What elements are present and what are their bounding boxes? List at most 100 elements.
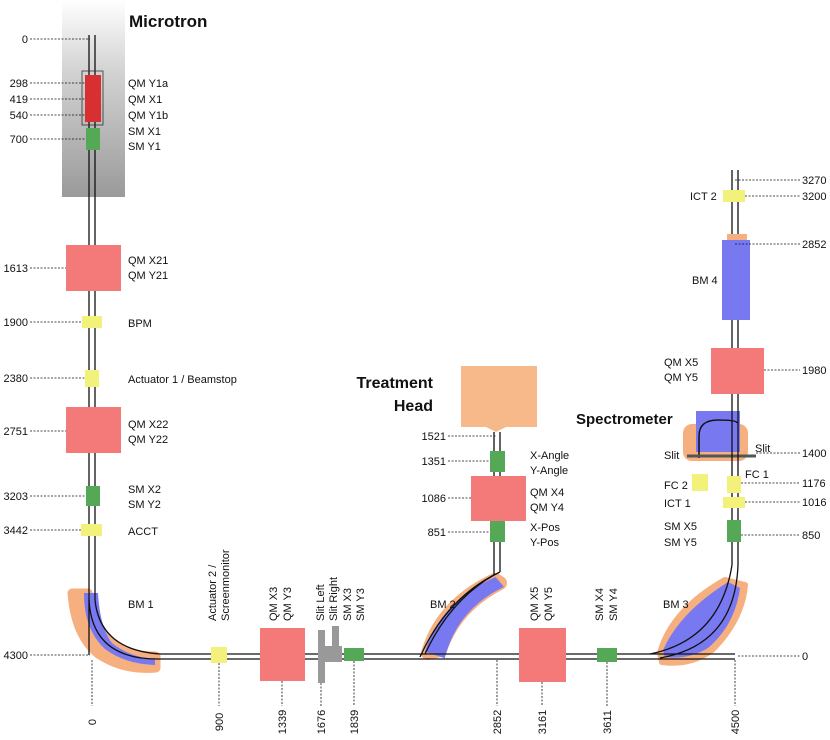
- spectrometer-magnet: [696, 411, 740, 452]
- label-qm-x22: QM X22: [128, 419, 168, 431]
- pos-left-3442: 3442: [4, 525, 28, 537]
- pos-left-4300: 4300: [4, 650, 28, 662]
- sm-x2-y2: [86, 486, 100, 506]
- qm-group-frame: [81, 70, 104, 126]
- label-acct: ACCT: [128, 526, 158, 538]
- bm2-magnet: [421, 573, 507, 660]
- position-monitor: [490, 521, 505, 542]
- pos-bottom-3161: 3161: [537, 710, 549, 734]
- fc-1: [727, 476, 741, 493]
- label-x-pos: X-Pos: [530, 522, 560, 534]
- qm-x5-y5-bottom: [519, 628, 566, 682]
- treatment-labels: 1521 1351 1086 851 X-Angle Y-Angle QM X4…: [422, 431, 570, 549]
- spectrometer-title: Spectrometer: [576, 411, 673, 428]
- pos-right-850: 850: [802, 530, 820, 542]
- left-position-labels: 0 298 419 540 700 1613 1900 2380 2751 32…: [4, 34, 28, 662]
- label-sm-y4: SM Y4: [608, 588, 620, 621]
- label-y-pos: Y-Pos: [530, 537, 559, 549]
- label-fc-2: FC 2: [664, 480, 688, 492]
- label-qm-y21: QM Y21: [128, 270, 168, 282]
- pos-left-419: 419: [10, 94, 28, 106]
- pos-left-3203: 3203: [4, 491, 28, 503]
- label-qm-x21: QM X21: [128, 255, 168, 267]
- pos-treat-1351: 1351: [422, 456, 446, 468]
- label-qm-x5-right: QM X5: [664, 357, 698, 369]
- label-slit-left: Slit Left: [315, 584, 327, 621]
- pos-left-1613: 1613: [4, 263, 28, 275]
- actuator-2: [211, 647, 227, 663]
- pos-right-1400: 1400: [802, 448, 826, 460]
- right-labels: 3270 3200 2852 1980 1400 1176 1016 850 0…: [664, 175, 826, 663]
- label-slit-right: Slit Right: [328, 577, 340, 621]
- pos-right-3200: 3200: [802, 191, 826, 203]
- slit-right: [332, 626, 339, 660]
- treatment-head-title-line2: Head: [394, 398, 433, 415]
- acct: [81, 524, 102, 536]
- label-sm-y2: SM Y2: [128, 499, 161, 511]
- label-qm-y1a: QM Y1a: [128, 78, 169, 90]
- label-qm-y3: QM Y3: [282, 587, 294, 621]
- pos-bottom-0: 0: [87, 719, 99, 725]
- pos-right-0: 0: [802, 651, 808, 663]
- label-actuator-1: Actuator 1 / Beamstop: [128, 374, 237, 386]
- pos-left-1900: 1900: [4, 317, 28, 329]
- label-bm1: BM 1: [128, 599, 154, 611]
- pos-bottom-1676: 1676: [316, 710, 328, 734]
- pos-bottom-1339: 1339: [277, 710, 289, 734]
- pos-left-2380: 2380: [4, 373, 28, 385]
- label-sm-y3: SM Y3: [355, 588, 367, 621]
- actuator-1: [85, 370, 99, 387]
- bm4-magnet: [722, 240, 750, 320]
- left-component-labels: QM Y1a QM X1 QM Y1b SM X1 SM Y1 QM X21 Q…: [128, 78, 237, 538]
- label-qm-y4: QM Y4: [530, 502, 564, 514]
- qm-y1a-x1-y1b: [85, 75, 101, 122]
- pos-right-1016: 1016: [802, 497, 826, 509]
- label-y-angle: Y-Angle: [530, 465, 568, 477]
- bottom-position-labels: 0 900 1339 1676 1839 2852 3161 3611 4500: [87, 710, 742, 734]
- treatment-head-title-line1: Treatment: [357, 375, 434, 392]
- label-sm-y5: SM Y5: [664, 537, 697, 549]
- pos-left-540: 540: [10, 110, 28, 122]
- qm-x3-y3: [260, 628, 305, 681]
- label-qm-x4: QM X4: [530, 487, 564, 499]
- label-qm-x1: QM X1: [128, 94, 162, 106]
- label-sm-x1: SM X1: [128, 126, 161, 138]
- label-bm3: BM 3: [663, 599, 689, 611]
- label-qm-y5-right: QM Y5: [664, 372, 698, 384]
- bottom-component-labels: Actuator 2 / Screenmonitor QM X3 QM Y3 S…: [207, 549, 620, 621]
- pos-bottom-4500: 4500: [730, 710, 742, 734]
- ict-2: [723, 190, 745, 202]
- pos-treat-851: 851: [428, 527, 446, 539]
- bpm: [82, 316, 102, 328]
- label-bpm: BPM: [128, 318, 152, 330]
- label-actuator-2: Actuator 2 /: [207, 564, 219, 621]
- pos-right-1176: 1176: [802, 478, 826, 490]
- label-sm-x3: SM X3: [342, 588, 354, 621]
- label-slit-a: Slit: [664, 450, 679, 462]
- label-qm-y1b: QM Y1b: [128, 110, 168, 122]
- pos-right-2852: 2852: [802, 239, 826, 251]
- qm-x22-y22: [66, 407, 121, 453]
- qm-x21-y21: [66, 245, 121, 291]
- sm-x1-y1: [86, 128, 100, 150]
- fc-2: [692, 474, 708, 491]
- label-screenmonitor: Screenmonitor: [220, 549, 232, 621]
- ict-1: [723, 497, 745, 508]
- sm-x3-y3: [344, 648, 364, 661]
- label-bm2: BM 2: [430, 599, 456, 611]
- leader-lines: [30, 38, 800, 706]
- qm-x5-y5-right: [711, 348, 764, 394]
- label-fc-1: FC 1: [745, 469, 769, 481]
- label-qm-x5-bottom: QM X5: [529, 587, 541, 621]
- angle-monitor: [490, 451, 505, 472]
- sm-x4-y4: [597, 648, 617, 662]
- bm3-magnet: [657, 577, 748, 666]
- pos-bottom-900: 900: [214, 713, 226, 731]
- qm-x4-y4: [471, 476, 526, 521]
- label-slit-b: Slit: [755, 443, 770, 455]
- label-qm-x3: QM X3: [268, 587, 280, 621]
- pos-right-1980: 1980: [802, 365, 826, 377]
- beam-pipe: [88, 35, 739, 660]
- label-sm-x4: SM X4: [594, 588, 606, 621]
